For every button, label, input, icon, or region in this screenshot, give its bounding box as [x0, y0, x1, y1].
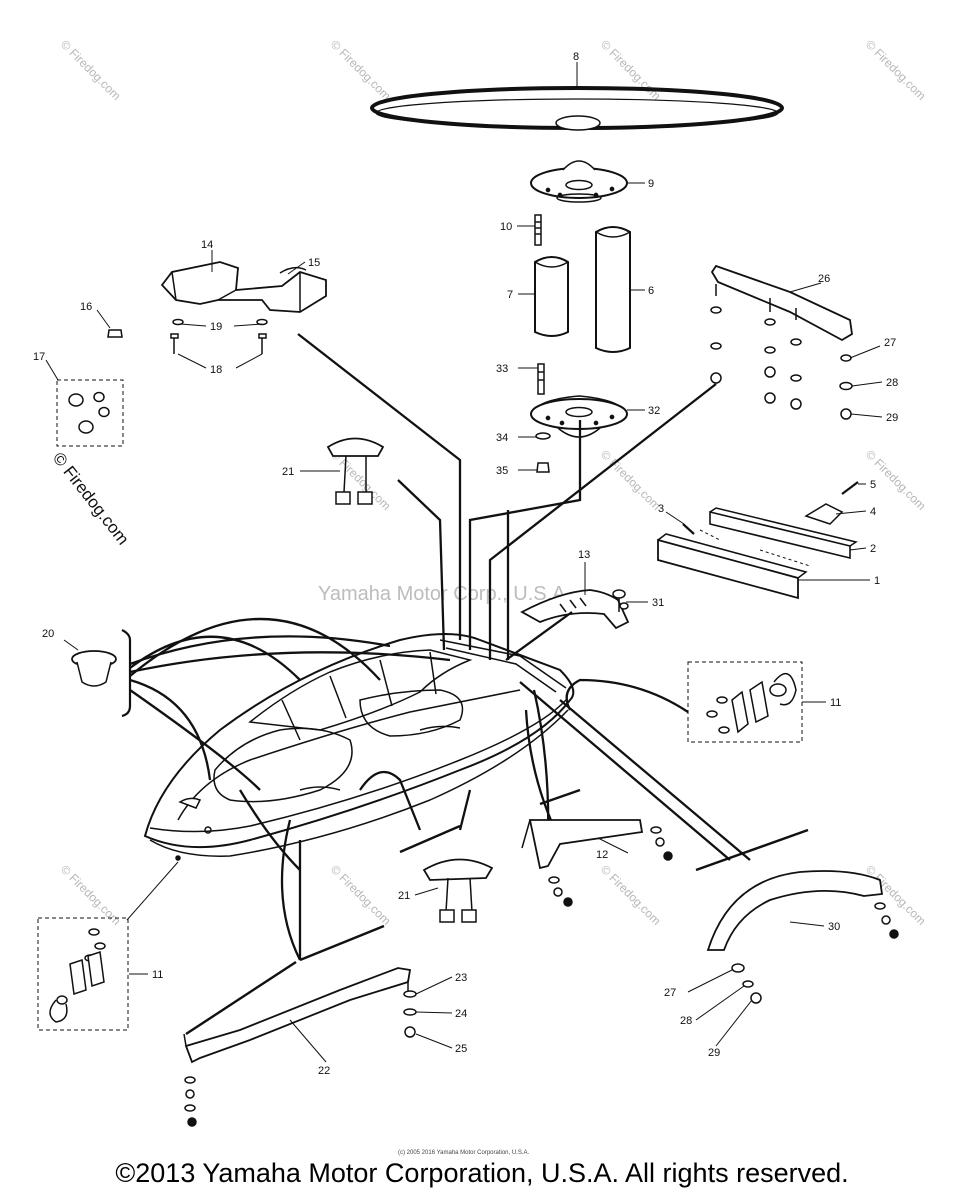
callout-labels: 8 9 10 6 7 33 32 34 35 14 15 16 19 18 17… [33, 51, 898, 1077]
callout-21-lower: 21 [398, 890, 410, 902]
callout-6: 6 [648, 285, 654, 297]
tow-bar [710, 264, 853, 342]
callout-33: 33 [496, 363, 508, 375]
callout-10: 10 [500, 221, 512, 233]
bracket-22 [183, 967, 417, 1127]
leader-lines [45, 62, 883, 1063]
callout-28-upper: 28 [886, 377, 898, 389]
callout-18: 18 [210, 364, 222, 376]
callout-12: 12 [596, 849, 608, 861]
bow-eye-kit-left [37, 917, 129, 1031]
lower-hub [530, 395, 628, 438]
callout-24: 24 [455, 1008, 467, 1020]
callout-32: 32 [648, 405, 660, 417]
grommet-kit-box [56, 379, 124, 447]
callout-31: 31 [652, 597, 664, 609]
foam-tube-6 [595, 226, 631, 353]
nut-35 [536, 462, 550, 473]
watermark-tile: © Firedog.com [598, 37, 664, 103]
screw-18 [170, 333, 179, 354]
center-watermark: Yamaha Motor Corp., U.S.A. [318, 583, 571, 605]
side-watermark: © Firedog.com [49, 449, 133, 549]
rail-2 [709, 507, 858, 560]
callout-17: 17 [33, 351, 45, 363]
cup-holder [71, 650, 117, 687]
watermark-tile: © Firedog.com [328, 862, 394, 928]
callout-28-lower: 28 [680, 1015, 692, 1027]
callout-9: 9 [648, 178, 654, 190]
screw-3 [682, 523, 695, 535]
cup-holder-bracket [121, 629, 132, 718]
callout-35: 35 [496, 465, 508, 477]
callout-34: 34 [496, 432, 508, 444]
rail-1 [657, 533, 808, 600]
callout-14: 14 [201, 239, 213, 251]
callout-15: 15 [308, 257, 320, 269]
small-print: (c) 2005 2016 Yamaha Motor Corporation, … [398, 1150, 530, 1156]
callout-23: 23 [455, 972, 467, 984]
callout-8: 8 [573, 51, 579, 63]
bow-eye-kit-right [687, 661, 803, 743]
copyright-footer: ©2013 Yamaha Motor Corporation, U.S.A. A… [115, 1158, 849, 1188]
mount-bracket [160, 261, 327, 313]
callout-27-upper: 27 [884, 337, 896, 349]
watermark-tile: © Firedog.com [58, 37, 124, 103]
cap-16 [107, 329, 123, 338]
callout-29-lower: 29 [708, 1047, 720, 1059]
bracket-strokes [185, 788, 809, 1036]
callout-19: 19 [210, 321, 222, 333]
callout-13: 13 [578, 549, 590, 561]
callout-30: 30 [828, 921, 840, 933]
foam-tube-7 [534, 256, 569, 337]
callout-20: 20 [42, 628, 54, 640]
callout-7: 7 [507, 289, 513, 301]
callout-16: 16 [80, 301, 92, 313]
watermark-tile: © Firedog.com [328, 37, 394, 103]
callout-2: 2 [870, 543, 876, 555]
cleat-21-lower [422, 858, 494, 923]
callout-1: 1 [874, 575, 880, 587]
watermark-tile: © Firedog.com [598, 862, 664, 928]
bimini-canvas [370, 86, 784, 131]
bracket-30 [706, 870, 899, 1004]
callout-11-left: 11 [152, 969, 163, 981]
callout-26: 26 [818, 273, 830, 285]
plate-4 [804, 503, 844, 525]
callout-25: 25 [455, 1043, 467, 1055]
boat-hull [143, 633, 575, 861]
callout-11-right: 11 [830, 697, 841, 709]
callout-27-lower: 27 [664, 987, 676, 999]
watermark-tile: © Firedog.com [598, 447, 664, 513]
washer-19 [172, 318, 184, 326]
installation-lines [129, 333, 751, 961]
screw-5 [841, 481, 859, 495]
callout-5: 5 [870, 479, 876, 491]
washer-34 [535, 432, 551, 440]
bolt-10 [534, 214, 542, 246]
bolt-33 [537, 363, 545, 395]
callout-4: 4 [870, 506, 876, 518]
callout-21-upper: 21 [282, 466, 294, 478]
callout-3: 3 [658, 503, 664, 515]
cleat-21-upper [326, 437, 385, 505]
screw-18 [258, 333, 267, 354]
bracket-12 [521, 819, 673, 907]
callout-29-upper: 29 [886, 412, 898, 424]
callout-22: 22 [318, 1065, 330, 1077]
watermark-tile: © Firedog.com [863, 37, 929, 103]
tow-bar-hardware [710, 284, 853, 420]
screw-31 [612, 589, 629, 612]
upper-hub [530, 160, 628, 203]
